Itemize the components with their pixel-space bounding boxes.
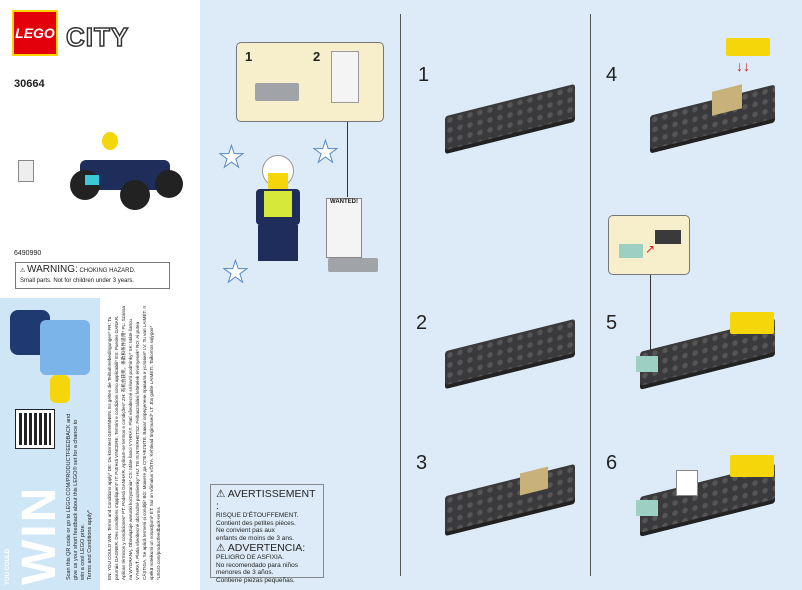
step-number-6: 6 <box>606 452 618 474</box>
step-number-3: 3 <box>416 452 428 474</box>
step-number-5: 5 <box>606 312 618 334</box>
step-5-teal-plate <box>636 356 658 372</box>
step-1-plate <box>445 83 575 155</box>
warning-title: WARNING: <box>27 264 78 275</box>
step-6-teal-plate <box>636 500 658 516</box>
parts-callout: 1 2 <box>236 42 384 122</box>
warning-text: Small parts. Not for children under 3 ye… <box>20 278 135 284</box>
arrow-line <box>650 275 651 350</box>
police-minifig-image <box>10 310 95 405</box>
poster-tile-part <box>331 51 359 103</box>
lego-logo: LEGO <box>12 10 58 56</box>
scan-instructions: Scan this QR code or go to LEGO.COM/PROD… <box>66 413 93 580</box>
star-icon: ★ <box>222 256 250 290</box>
arrow-line <box>347 122 348 197</box>
choking-warning: ⚠ WARNING: CHOKING HAZARD.Small parts. N… <box>15 262 170 289</box>
step-5-callout: ↗ <box>608 215 690 275</box>
element-code: 6490990 <box>14 250 42 257</box>
part-1-qty: 1 <box>245 49 253 64</box>
step-2-assembly <box>445 318 575 390</box>
star-icon: ★ <box>218 141 246 175</box>
step-number-2: 2 <box>416 312 428 334</box>
safety-warning-fr-es: ⚠ AVERTISSEMENT : RISQUE D'ÉTOUFFEMENT.C… <box>210 484 324 584</box>
wanted-poster: WANTED! <box>326 198 362 258</box>
win-heading: WIN <box>13 485 66 585</box>
warning-subtitle: CHOKING HAZARD. <box>79 268 136 274</box>
red-arrow-icon: ↓↓ <box>736 58 750 74</box>
poster-stand <box>328 258 378 272</box>
terms-url: *LEGO.com/productfeedback-terms <box>156 507 161 580</box>
step-number-4: 4 <box>606 64 618 86</box>
step-6-windscreen <box>676 470 698 496</box>
city-logo: CITY <box>65 21 130 53</box>
part-2-qty: 2 <box>313 49 321 64</box>
star-icon: ★ <box>312 136 340 170</box>
step-5-yellow-plate <box>730 312 774 334</box>
mini-poster-image <box>18 160 34 182</box>
step-3-assembly <box>445 463 575 537</box>
red-arrow-icon: ↗ <box>645 242 656 256</box>
step-number-1: 1 <box>418 64 430 86</box>
poster-label: WANTED! <box>330 199 358 205</box>
police-officer-minifig <box>250 155 310 265</box>
legal-text: EN: YOU COULD WIN. Terms and Conditions … <box>107 305 161 580</box>
set-number: 30664 <box>14 78 45 90</box>
divider <box>590 14 591 576</box>
step-4-yellow-plate <box>726 38 770 56</box>
bracket-part <box>255 83 299 101</box>
step-6-yellow-plate <box>730 455 774 477</box>
qr-code[interactable] <box>15 409 55 449</box>
divider <box>400 14 401 576</box>
buggy-image <box>70 130 190 215</box>
you-could-label: YOU COULD <box>5 549 11 585</box>
